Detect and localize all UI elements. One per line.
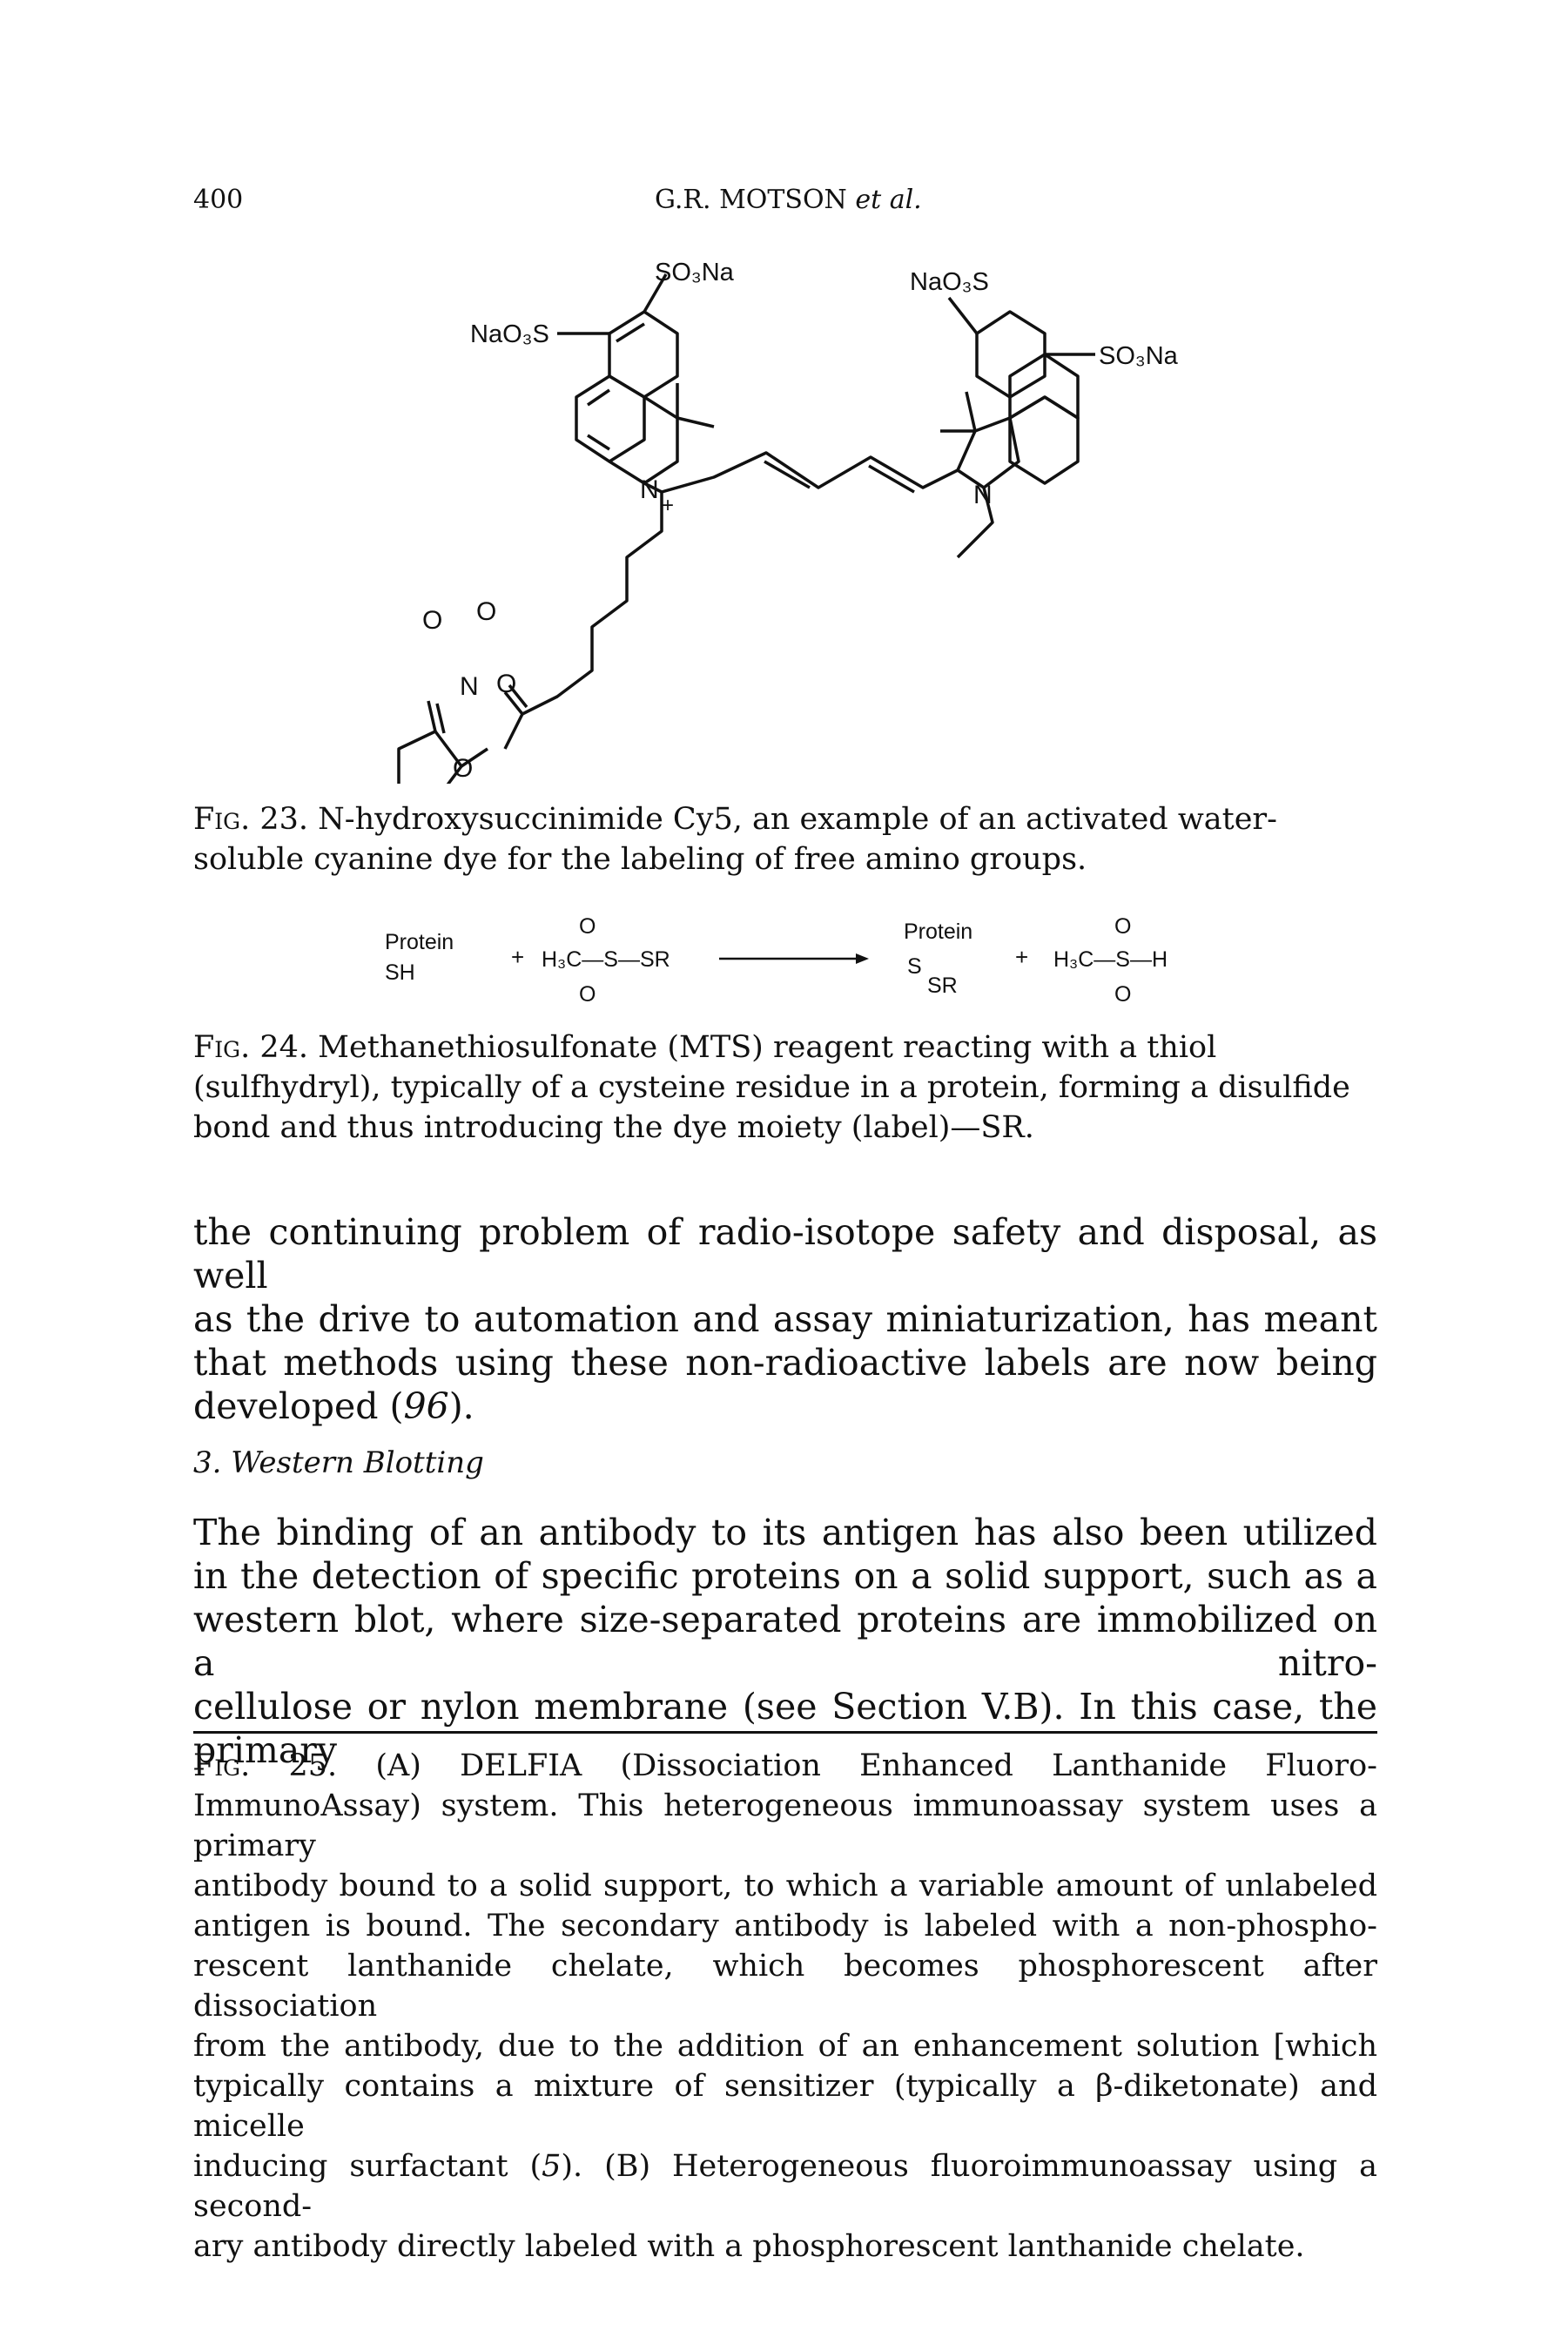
- label-o-carbonyl: O: [476, 597, 496, 626]
- label-o-ring-bottom: O: [453, 754, 473, 783]
- plus-1: +: [511, 944, 524, 970]
- label-n-ring: N: [460, 672, 479, 701]
- sh-label: SH: [385, 960, 415, 985]
- fig25-line: rescent lanthanide chelate, which become…: [193, 1949, 1377, 2024]
- fig24-caption: Fig. 24. Methanethiosulfonate (MTS) reag…: [193, 1027, 1377, 1148]
- body-line: as the drive to automation and assay min…: [193, 1298, 1377, 1340]
- fig23-caption-text: N-hydroxysuccinimide Cy5, an example of …: [193, 802, 1277, 877]
- protein-right-label: Protein: [904, 920, 972, 944]
- fig24-caption-label: Fig. 24.: [193, 1030, 309, 1065]
- plus-2: +: [1015, 944, 1028, 970]
- label-plus: +: [662, 494, 674, 517]
- fig24-reaction: Protein SH + O H₃C—S—SR O Protein S SR +…: [385, 914, 1168, 1007]
- fig25-line: ary antibody directly labeled with a pho…: [193, 2229, 1305, 2264]
- fig23-caption-label: Fig. 23.: [193, 802, 309, 837]
- body-line: developed (96).: [193, 1385, 474, 1427]
- label-n-plus: N: [640, 475, 659, 504]
- body-line: The binding of an antibody to its antige…: [193, 1512, 1377, 1553]
- fig25-line: antigen is bound. The secondary antibody…: [193, 1909, 1377, 1943]
- label-o-link: O: [496, 670, 516, 698]
- s-label: S: [907, 954, 922, 979]
- fig25-line: antibody bound to a solid support, to wh…: [193, 1869, 1377, 1903]
- body-line: that methods using these non-radioactive…: [193, 1342, 1377, 1384]
- body-paragraph-2: The binding of an antibody to its antige…: [193, 1511, 1377, 1772]
- fig25-line: ImmunoAssay) system. This heterogeneous …: [193, 1789, 1377, 1863]
- reference-citation: 96: [403, 1385, 449, 1427]
- label-nao3s-top: NaO₃S: [910, 268, 989, 296]
- fig25-caption-label: Fig. 25.: [193, 1748, 338, 1783]
- fig25-line: from the antibody, due to the addition o…: [193, 2029, 1377, 2064]
- fig25-line: inducing surfactant (5). (B) Heterogeneo…: [193, 2149, 1377, 2224]
- fig25-line: Fig. 25. (A) DELFIA (Dissociation Enhanc…: [193, 1748, 1378, 1783]
- o-bot-2: O: [1114, 982, 1131, 1007]
- fig25-line: typically contains a mixture of sensitiz…: [193, 2069, 1377, 2144]
- mts-left: H₃C—S—SR: [542, 947, 670, 972]
- body-line: cellulose or nylon membrane (see Section…: [193, 1686, 1377, 1771]
- footnote-rule: [193, 1731, 1377, 1734]
- label-n-right: N: [973, 481, 993, 509]
- section-heading: 3. Western Blotting: [193, 1445, 484, 1480]
- label-nao3s-left: NaO₃S: [470, 320, 549, 348]
- body-line: in the detection of specific proteins on…: [193, 1555, 1377, 1597]
- o-top-2: O: [1114, 914, 1131, 939]
- fig23-caption: Fig. 23. N-hydroxysuccinimide Cy5, an ex…: [193, 799, 1377, 879]
- mts-right: H₃C—S—H: [1053, 947, 1168, 972]
- body-paragraph-1: the continuing problem of radio-isotope …: [193, 1210, 1377, 1428]
- label-so3na-right: SO₃Na: [1099, 342, 1179, 370]
- fig23-structure: SO₃Na NaO₃S NaO₃S SO₃Na N + N O O N O O: [397, 259, 1179, 784]
- protein-left-label: Protein: [385, 930, 454, 954]
- o-bot-1: O: [579, 982, 596, 1007]
- label-so3na-top: SO₃Na: [655, 259, 735, 286]
- label-o-ring-top: O: [422, 606, 442, 635]
- o-top-1: O: [579, 914, 596, 939]
- fig24-caption-text: Methanethiosulfonate (MTS) reagent react…: [193, 1030, 1350, 1145]
- body-line: western blot, where size-separated prote…: [193, 1599, 1377, 1684]
- running-title: G.R. MOTSON et al.: [655, 185, 922, 215]
- page-number: 400: [193, 185, 244, 215]
- body-line: the continuing problem of radio-isotope …: [193, 1211, 1377, 1297]
- reaction-arrowhead: [856, 953, 869, 964]
- fig25-caption: Fig. 25. (A) DELFIA (Dissociation Enhanc…: [193, 1746, 1377, 2267]
- reference-citation: 5: [542, 2149, 562, 2184]
- running-head: 400 G.R. MOTSON et al.: [193, 185, 1377, 219]
- sr-label: SR: [927, 973, 958, 998]
